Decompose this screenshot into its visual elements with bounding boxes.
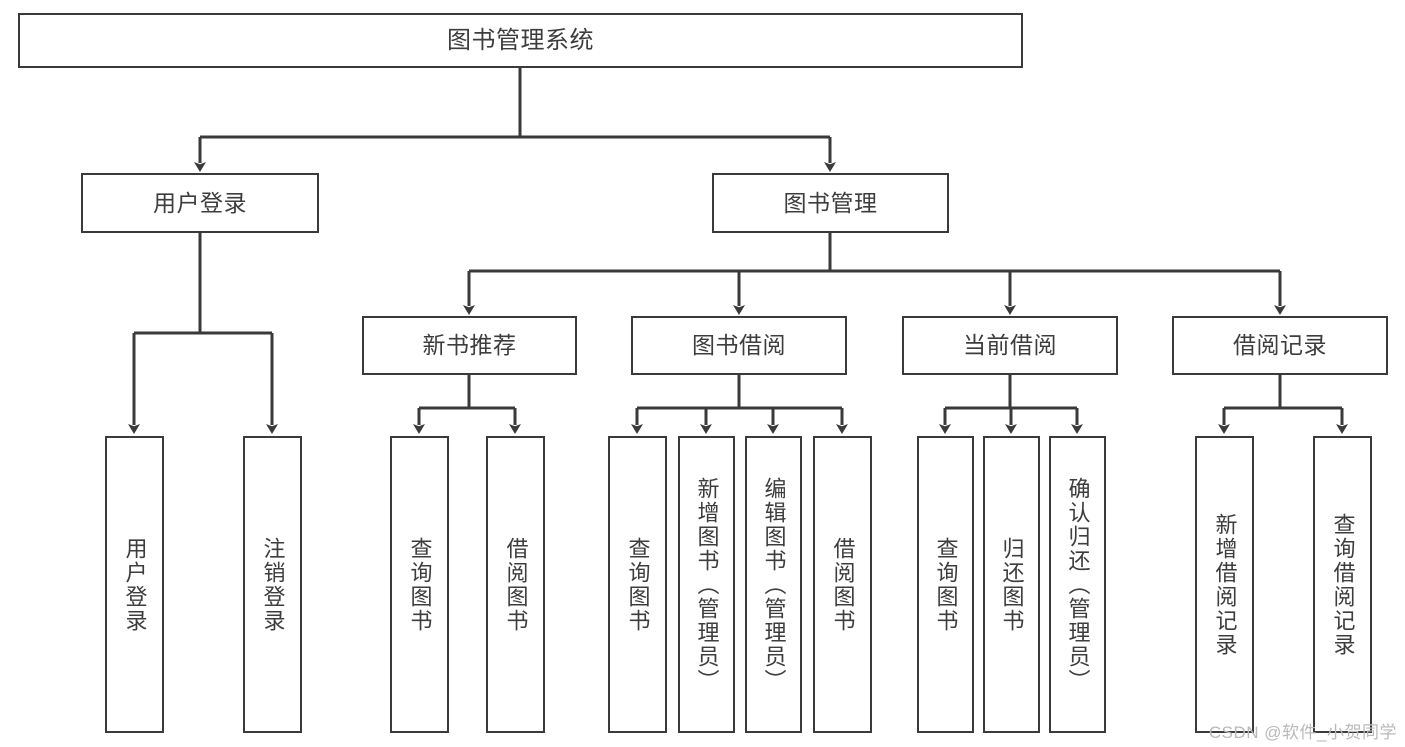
node-borrow-record-label: 借阅记录 xyxy=(1233,332,1327,359)
node-leaf-edit-book-admin-label: 编辑图书（管理员） xyxy=(761,476,787,693)
watermark-text: CSDN @软件_小贺同学 xyxy=(1208,723,1397,742)
node-leaf-user-logout[interactable]: 注销登录 xyxy=(243,436,302,733)
node-borrow-record[interactable]: 借阅记录 xyxy=(1172,316,1388,375)
node-new-book-recommend[interactable]: 新书推荐 xyxy=(362,316,577,375)
node-root-label: 图书管理系统 xyxy=(447,26,594,54)
node-leaf-query-books-borrow-label: 查询图书 xyxy=(625,536,651,633)
node-root[interactable]: 图书管理系统 xyxy=(18,13,1023,68)
node-book-management[interactable]: 图书管理 xyxy=(712,173,949,233)
node-leaf-return-book-label: 归还图书 xyxy=(999,536,1025,633)
node-leaf-borrow-books-rec[interactable]: 借阅图书 xyxy=(486,436,545,733)
node-leaf-user-logout-label: 注销登录 xyxy=(260,536,286,633)
node-user-login-label: 用户登录 xyxy=(153,189,247,216)
node-leaf-query-books-current[interactable]: 查询图书 xyxy=(917,436,974,733)
node-leaf-edit-book-admin[interactable]: 编辑图书（管理员） xyxy=(745,436,802,733)
node-leaf-confirm-return-admin[interactable]: 确认归还（管理员） xyxy=(1049,436,1106,733)
node-leaf-add-book-admin-label: 新增图书（管理员） xyxy=(694,476,720,693)
node-leaf-user-login-label: 用户登录 xyxy=(122,536,148,633)
node-leaf-query-books-current-label: 查询图书 xyxy=(933,536,959,633)
node-leaf-query-books-rec-label: 查询图书 xyxy=(407,536,433,633)
node-leaf-query-books-borrow[interactable]: 查询图书 xyxy=(608,436,667,733)
node-user-login[interactable]: 用户登录 xyxy=(81,173,319,233)
node-leaf-query-books-rec[interactable]: 查询图书 xyxy=(390,436,449,733)
node-leaf-add-borrow-record-label: 新增借阅记录 xyxy=(1212,512,1238,657)
node-leaf-confirm-return-admin-label: 确认归还（管理员） xyxy=(1065,476,1091,693)
node-book-borrow[interactable]: 图书借阅 xyxy=(631,316,847,375)
node-leaf-add-book-admin[interactable]: 新增图书（管理员） xyxy=(678,436,735,733)
node-book-borrow-label: 图书借阅 xyxy=(692,332,786,359)
node-leaf-query-borrow-record[interactable]: 查询借阅记录 xyxy=(1313,436,1372,733)
node-leaf-borrow-book[interactable]: 借阅图书 xyxy=(813,436,872,733)
node-current-borrow-label: 当前借阅 xyxy=(963,332,1057,359)
node-leaf-user-login[interactable]: 用户登录 xyxy=(105,436,164,733)
node-leaf-return-book[interactable]: 归还图书 xyxy=(983,436,1040,733)
node-leaf-add-borrow-record[interactable]: 新增借阅记录 xyxy=(1195,436,1254,733)
node-new-book-recommend-label: 新书推荐 xyxy=(422,332,517,359)
node-book-management-label: 图书管理 xyxy=(783,189,878,216)
node-leaf-borrow-books-rec-label: 借阅图书 xyxy=(503,536,529,633)
node-leaf-borrow-book-label: 借阅图书 xyxy=(830,536,856,633)
node-current-borrow[interactable]: 当前借阅 xyxy=(902,316,1118,375)
node-leaf-query-borrow-record-label: 查询借阅记录 xyxy=(1330,512,1356,657)
